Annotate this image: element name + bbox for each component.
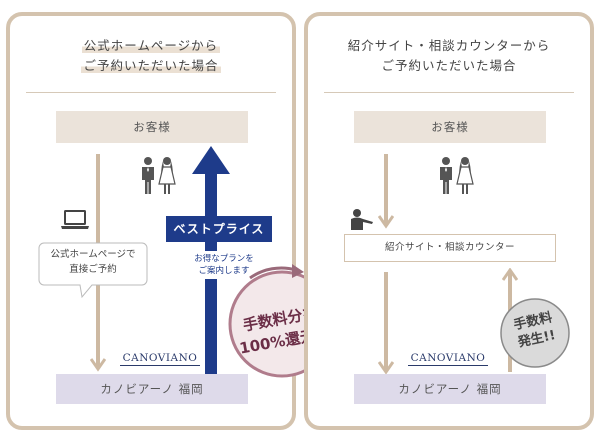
bubble-line-2: 直接ご予約 [69, 264, 117, 275]
panel-title: 公式ホームページから ご予約いただいた場合 [10, 36, 292, 76]
venue-box: カノビアーノ 福岡 [354, 374, 546, 404]
speech-bubble [38, 242, 148, 299]
divider [26, 92, 276, 93]
best-note-line-2: ご案内します [198, 266, 250, 276]
panel-agency: 紹介サイト・相談カウンターから ご予約いただいた場合 お客様 紹介サイト・相談カ… [304, 12, 594, 430]
logo-text: CANOVIANO [410, 352, 486, 364]
panel-title: 紹介サイト・相談カウンターから ご予約いただいた場合 [308, 36, 590, 76]
down-arrow-to-venue [378, 272, 394, 375]
title-line-2: ご予約いただいた場合 [381, 58, 517, 73]
panel-official-site: 公式ホームページから ご予約いただいた場合 お客様 公式ホームページで 直接ご予… [6, 12, 336, 430]
title-line-1: 紹介サイト・相談カウンターから [347, 38, 551, 53]
agency-box: 紹介サイト・相談カウンター [344, 234, 556, 262]
laptop-icon [61, 210, 89, 229]
best-price-note: お得なプランを ご案内します [168, 251, 280, 279]
bride-groom-icon [440, 157, 474, 194]
bride-groom-icon [142, 157, 176, 194]
fee-circle [500, 298, 570, 368]
best-note-line-1: お得なプランを [194, 254, 254, 264]
title-line-1: 公式ホームページから [81, 38, 221, 53]
canoviano-logo: CANOVIANO [120, 352, 200, 368]
down-arrow-to-agency [378, 154, 394, 229]
bubble-line-1: 公式ホームページで [50, 249, 136, 260]
divider [324, 92, 574, 93]
logo-text: CANOVIANO [122, 352, 198, 364]
customer-box: お客様 [56, 111, 248, 143]
person-presenting-icon [351, 209, 373, 230]
customer-box: お客様 [354, 111, 546, 143]
best-price-label: ベストプライス [166, 216, 272, 242]
venue-box: カノビアーノ 福岡 [56, 374, 248, 404]
canoviano-logo: CANOVIANO [408, 352, 488, 368]
bubble-text: 公式ホームページで 直接ご予約 [40, 247, 146, 277]
title-line-2: ご予約いただいた場合 [81, 58, 221, 73]
